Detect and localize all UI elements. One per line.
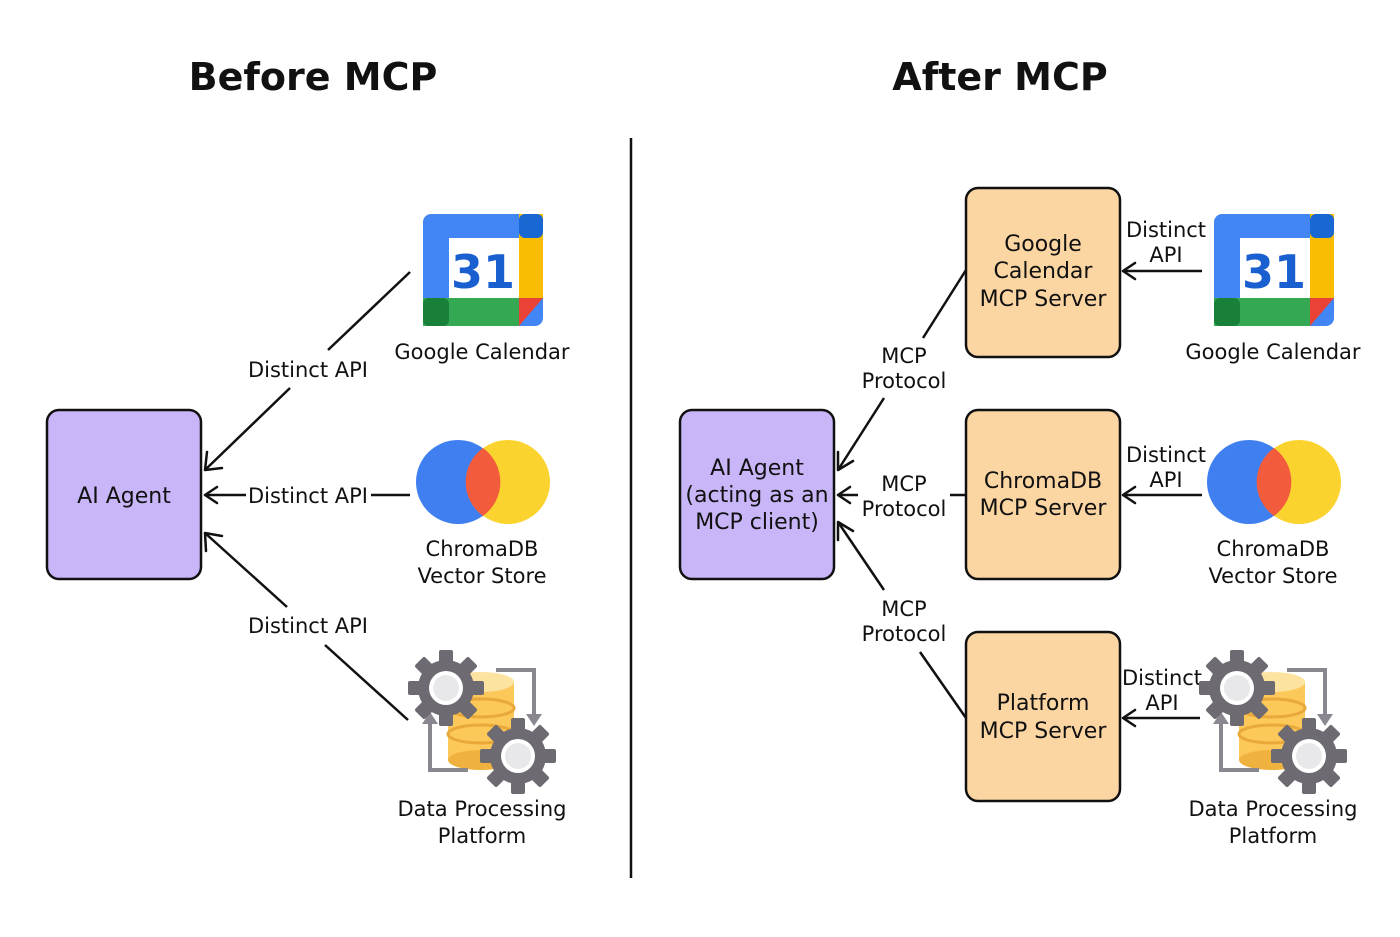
edge-label-chroma: Distinct API (248, 484, 368, 508)
edge-agent-platform (204, 532, 288, 608)
protocol-arrowhead-chroma (836, 485, 852, 505)
protocol-label-calendar-1: MCP (881, 344, 926, 368)
calendar-server-line-2: Calendar (994, 259, 1094, 284)
edge-agent-calendar (327, 271, 411, 351)
edge-label-platform: Distinct API (248, 614, 368, 638)
ai-agent-box (45, 408, 203, 581)
api-label-chroma-1: Distinct (1126, 443, 1206, 467)
protocol-arrowhead-calendar (836, 450, 855, 472)
ai-agent-label: AI Agent (77, 484, 171, 509)
service-label-chroma-2: Vector Store (417, 564, 546, 588)
svg-text:31: 31 (451, 245, 515, 299)
api-label-calendar-2: API (1149, 243, 1182, 267)
api-arrowhead-chroma (1121, 485, 1137, 505)
svg-text:31: 31 (1242, 245, 1306, 299)
chromadb-icon (416, 440, 550, 524)
chromadb-server-line-2: MCP Server (980, 496, 1108, 521)
data-processing-icon (1199, 650, 1347, 794)
chromadb-mcp-server-box (964, 408, 1122, 581)
calendar-server-line-3: MCP Server (980, 287, 1108, 312)
arrowhead-platform (203, 531, 224, 553)
api-arrowhead-platform (1121, 708, 1137, 728)
google-calendar-icon: 31 (1214, 214, 1334, 326)
after-service-label-chroma-1: ChromaDB (1217, 537, 1330, 561)
ai-agent-client-line-3: MCP client) (695, 510, 819, 535)
ai-agent-client-line-2: (acting as an (685, 483, 828, 508)
protocol-label-platform-1: MCP (881, 597, 926, 621)
protocol-edge-platform (836, 521, 886, 591)
service-label-chroma-1: ChromaDB (426, 537, 539, 561)
edge-label-calendar: Distinct API (248, 358, 368, 382)
chromadb-icon (1207, 440, 1341, 524)
ai-agent-client-line-1: AI Agent (710, 456, 804, 481)
protocol-label-platform-2: Protocol (862, 622, 947, 646)
calendar-mcp-server-box (964, 186, 1122, 359)
service-label-calendar: Google Calendar (394, 340, 570, 364)
protocol-arrowhead-platform (836, 520, 855, 542)
after-service-label-platform-1: Data Processing (1189, 797, 1358, 821)
protocol-label-calendar-2: Protocol (862, 369, 947, 393)
api-label-calendar-1: Distinct (1126, 218, 1206, 242)
api-arrowhead-calendar (1121, 261, 1137, 281)
arrowhead-calendar (203, 450, 224, 472)
api-label-platform-1: Distinct (1122, 666, 1202, 690)
platform-server-line-2: MCP Server (980, 719, 1108, 744)
data-processing-icon (408, 650, 556, 794)
protocol-label-chroma-1: MCP (881, 472, 926, 496)
after-service-label-calendar: Google Calendar (1185, 340, 1361, 364)
chromadb-server-line-1: ChromaDB (984, 469, 1102, 494)
service-label-platform-2: Platform (438, 824, 527, 848)
api-label-chroma-2: API (1149, 468, 1182, 492)
after-service-label-platform-2: Platform (1229, 824, 1318, 848)
after-title: After MCP (892, 55, 1107, 99)
calendar-server-line-1: Google (1004, 232, 1082, 257)
platform-mcp-server-box (964, 630, 1122, 803)
platform-server-line-1: Platform (997, 691, 1090, 716)
google-calendar-icon: 31 (423, 214, 543, 326)
ai-agent-client-box (678, 408, 836, 581)
service-label-platform-1: Data Processing (398, 797, 567, 821)
arrowhead-chroma (203, 485, 219, 505)
before-title: Before MCP (189, 55, 438, 99)
api-label-platform-2: API (1145, 691, 1178, 715)
protocol-label-chroma-2: Protocol (862, 497, 947, 521)
after-service-label-chroma-2: Vector Store (1208, 564, 1337, 588)
protocol-edge-calendar (921, 269, 968, 339)
